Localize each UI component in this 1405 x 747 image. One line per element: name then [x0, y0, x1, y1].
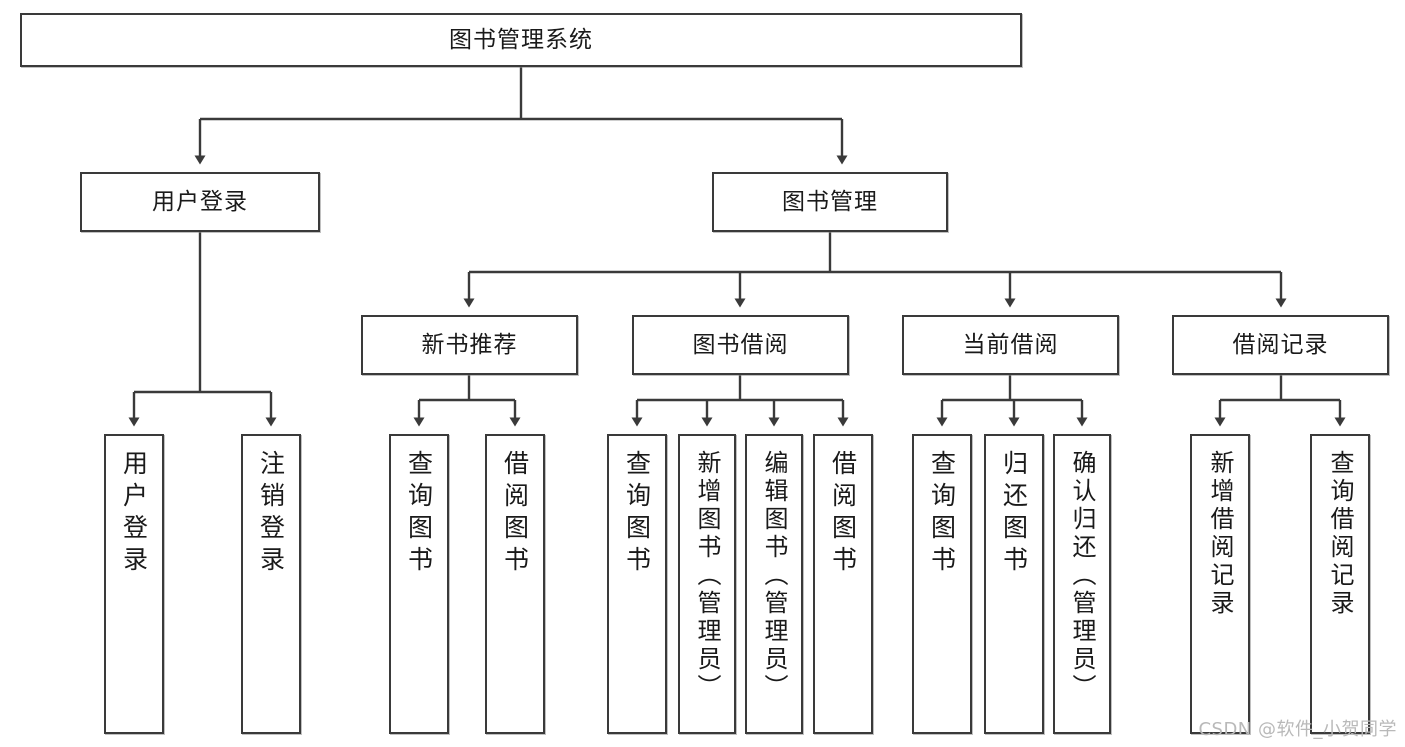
node-root-label: 图书管理系统 — [449, 26, 593, 53]
node-leaf-borrow-book-recommend[interactable]: 借阅图书 — [485, 434, 545, 734]
node-leaf-edit-book-label: 编辑图书（管理员） — [760, 450, 788, 702]
node-leaf-add-borrow-record-label: 新增借阅记录 — [1206, 450, 1234, 618]
node-leaf-return-book-label: 归还图书 — [999, 450, 1029, 578]
node-leaf-logout[interactable]: 注销登录 — [241, 434, 301, 734]
node-root[interactable]: 图书管理系统 — [20, 13, 1022, 67]
node-book-management[interactable]: 图书管理 — [712, 172, 948, 232]
watermark-text: CSDN @软件_小贺同学 — [1198, 719, 1397, 740]
node-leaf-query-book-borrow-label: 查询图书 — [622, 450, 652, 578]
node-leaf-query-book-recommend-label: 查询图书 — [404, 450, 434, 578]
node-leaf-query-book-current[interactable]: 查询图书 — [912, 434, 972, 734]
node-book-borrow-label: 图书借阅 — [692, 331, 789, 358]
node-leaf-user-login[interactable]: 用户登录 — [104, 434, 164, 734]
node-new-book-recommend-label: 新书推荐 — [421, 331, 518, 358]
node-current-borrow-label: 当前借阅 — [962, 331, 1059, 358]
node-leaf-query-book-recommend[interactable]: 查询图书 — [389, 434, 449, 734]
node-leaf-confirm-return-label: 确认归还（管理员） — [1068, 450, 1096, 702]
node-leaf-query-book-current-label: 查询图书 — [927, 450, 957, 578]
node-leaf-edit-book[interactable]: 编辑图书（管理员） — [745, 434, 803, 734]
node-leaf-add-borrow-record[interactable]: 新增借阅记录 — [1190, 434, 1250, 734]
node-user-login[interactable]: 用户登录 — [80, 172, 320, 232]
node-leaf-add-book-label: 新增图书（管理员） — [693, 450, 721, 702]
node-borrow-record-label: 借阅记录 — [1232, 331, 1329, 358]
node-book-borrow[interactable]: 图书借阅 — [632, 315, 849, 375]
node-leaf-borrow-book[interactable]: 借阅图书 — [813, 434, 873, 734]
node-leaf-borrow-book-label: 借阅图书 — [828, 450, 858, 578]
node-current-borrow[interactable]: 当前借阅 — [902, 315, 1119, 375]
node-leaf-logout-label: 注销登录 — [256, 450, 286, 578]
node-leaf-query-borrow-record-label: 查询借阅记录 — [1326, 450, 1354, 618]
node-borrow-record[interactable]: 借阅记录 — [1172, 315, 1389, 375]
node-leaf-add-book[interactable]: 新增图书（管理员） — [678, 434, 736, 734]
node-user-login-label: 用户登录 — [152, 188, 248, 215]
node-leaf-confirm-return[interactable]: 确认归还（管理员） — [1053, 434, 1111, 734]
node-new-book-recommend[interactable]: 新书推荐 — [361, 315, 578, 375]
node-book-management-label: 图书管理 — [782, 188, 878, 215]
node-leaf-query-borrow-record[interactable]: 查询借阅记录 — [1310, 434, 1370, 734]
node-leaf-borrow-book-recommend-label: 借阅图书 — [500, 450, 530, 578]
node-leaf-user-login-label: 用户登录 — [119, 450, 149, 578]
node-leaf-return-book[interactable]: 归还图书 — [984, 434, 1044, 734]
node-leaf-query-book-borrow[interactable]: 查询图书 — [607, 434, 667, 734]
